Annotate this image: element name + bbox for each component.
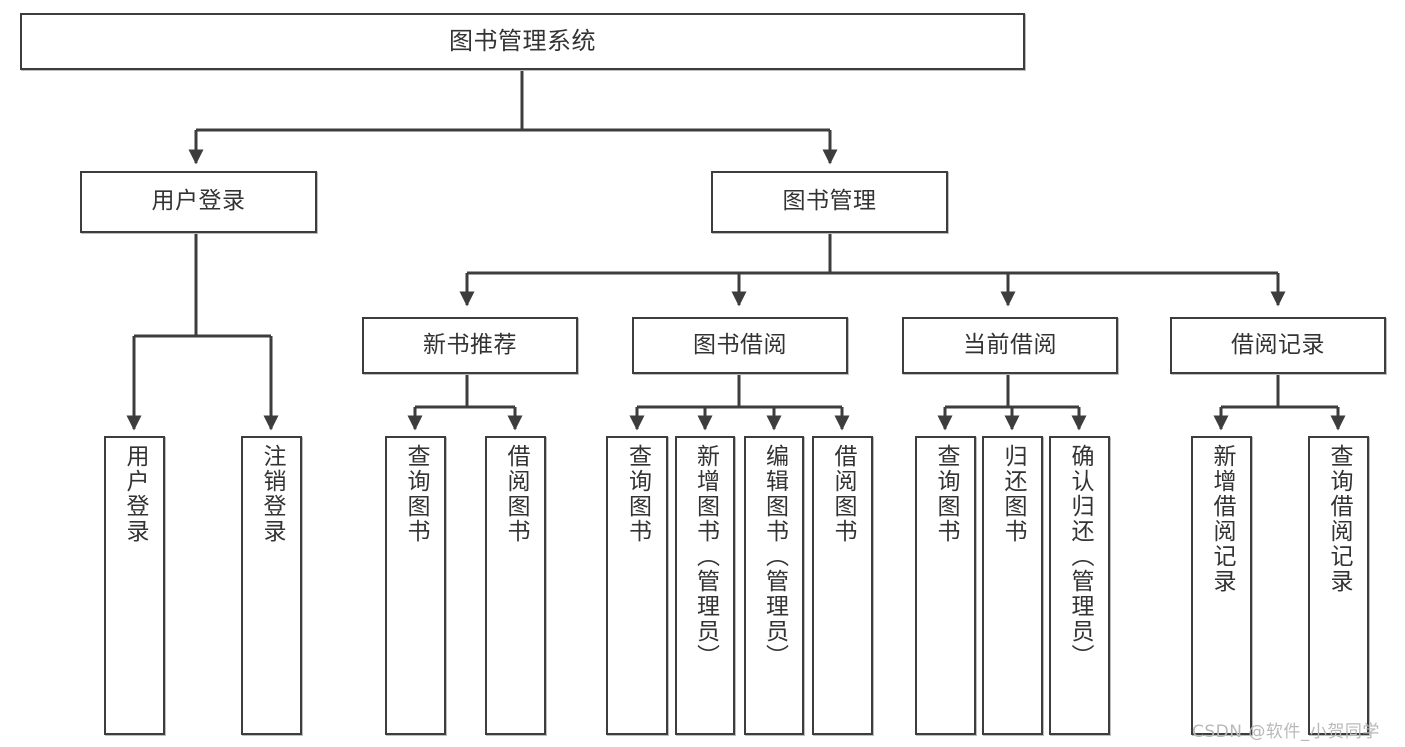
node-label: 用户登录	[151, 188, 246, 215]
node-label: 归还图书	[999, 444, 1026, 544]
leaf-borrow-record-add[interactable]: 新增借阅记录	[1191, 436, 1252, 735]
node-label: 查询借阅记录	[1325, 444, 1352, 594]
leaf-book-borrow-edit[interactable]: 编辑图书（管理员）	[744, 436, 804, 735]
leaf-current-borrow-return[interactable]: 归还图书	[982, 436, 1043, 735]
node-book-management[interactable]: 图书管理	[711, 171, 948, 233]
node-label: 确认归还（管理员）	[1066, 444, 1093, 669]
node-label: 查询图书	[402, 444, 429, 544]
node-label: 用户登录	[121, 444, 148, 544]
node-label: 查询图书	[932, 444, 959, 544]
leaf-book-borrow-borrow[interactable]: 借阅图书	[812, 436, 873, 735]
node-user-login[interactable]: 用户登录	[80, 171, 317, 233]
leaf-book-borrow-query[interactable]: 查询图书	[606, 436, 668, 735]
node-label: 注销登录	[258, 444, 285, 544]
leaf-user-login-logout[interactable]: 注销登录	[241, 436, 302, 735]
leaf-book-borrow-add[interactable]: 新增图书（管理员）	[675, 436, 735, 735]
leaf-current-borrow-confirm-return[interactable]: 确认归还（管理员）	[1049, 436, 1110, 735]
node-book-borrow[interactable]: 图书借阅	[632, 317, 848, 374]
leaf-new-book-borrow[interactable]: 借阅图书	[485, 436, 546, 735]
node-borrow-record[interactable]: 借阅记录	[1170, 317, 1386, 374]
watermark-text: CSDN @软件_小贺同学	[1192, 722, 1380, 742]
node-label: 编辑图书（管理员）	[761, 444, 788, 669]
node-new-book-recommend[interactable]: 新书推荐	[362, 317, 578, 374]
node-label: 图书管理系统	[449, 27, 596, 56]
node-current-borrow[interactable]: 当前借阅	[902, 317, 1118, 374]
node-label: 图书借阅	[693, 331, 787, 358]
leaf-new-book-query[interactable]: 查询图书	[385, 436, 446, 735]
node-label: 新增借阅记录	[1208, 444, 1235, 594]
node-label: 图书管理	[782, 188, 877, 215]
leaf-current-borrow-query[interactable]: 查询图书	[915, 436, 976, 735]
node-label: 借阅图书	[502, 444, 529, 544]
leaf-borrow-record-query[interactable]: 查询借阅记录	[1308, 436, 1369, 735]
node-label: 当前借阅	[963, 331, 1057, 358]
node-label: 新增图书（管理员）	[692, 444, 719, 669]
node-label: 查询图书	[624, 444, 651, 544]
node-label: 借阅图书	[829, 444, 856, 544]
node-label: 新书推荐	[423, 331, 517, 358]
leaf-user-login-login[interactable]: 用户登录	[104, 436, 165, 735]
node-root-system[interactable]: 图书管理系统	[20, 13, 1025, 70]
node-label: 借阅记录	[1231, 331, 1325, 358]
